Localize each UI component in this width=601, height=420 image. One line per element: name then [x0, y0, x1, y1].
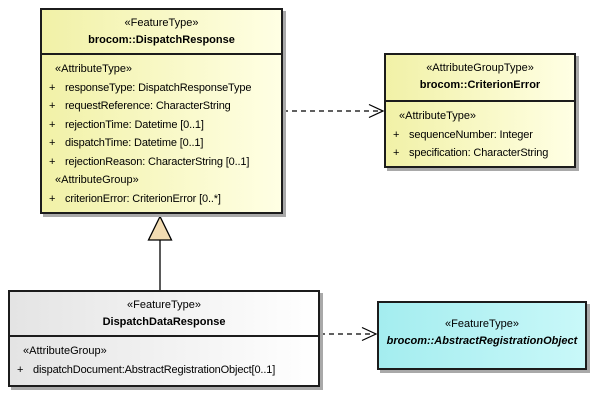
- dependency-arrow-criterion-error[interactable]: [283, 103, 385, 119]
- visibility: +: [49, 192, 56, 205]
- class-name: DispatchDataResponse: [102, 316, 226, 328]
- visibility: +: [49, 118, 56, 131]
- attribute-text: responseType: DispatchResponseType: [65, 81, 252, 94]
- visibility: +: [49, 100, 56, 112]
- class-name: brocom::AbstractRegistrationObject: [386, 335, 578, 347]
- attribute-text: rejectionReason: CharacterString [0..1]: [65, 155, 250, 168]
- class-box-dispatch-response[interactable]: «FeatureType» brocom::DispatchResponse «…: [40, 8, 283, 214]
- generalization-connector[interactable]: [147, 215, 173, 291]
- class-name: brocom::CriterionError: [419, 79, 541, 91]
- attribute-row: + rejectionTime: Datetime [0..1]: [42, 116, 281, 135]
- visibility: +: [17, 363, 24, 376]
- attribute-row: + criterionError: CriterionError [0..*]: [42, 190, 281, 209]
- class-header: «FeatureType» brocom::DispatchResponse: [42, 10, 281, 55]
- attribute-text: dispatchTime: Datetime [0..1]: [65, 137, 204, 149]
- visibility: +: [49, 155, 56, 168]
- stereotype-label: «FeatureType»: [445, 318, 519, 330]
- class-box-abstract-registration-object[interactable]: «FeatureType» brocom::AbstractRegistrati…: [377, 301, 587, 370]
- attribute-text: specification: CharacterString: [409, 147, 549, 159]
- attribute-row: + dispatchTime: Datetime [0..1]: [42, 134, 281, 153]
- class-box-criterion-error[interactable]: «AttributeGroupType» brocom::CriterionEr…: [384, 53, 576, 168]
- visibility: +: [393, 147, 400, 159]
- attribute-text: requestReference: CharacterString: [65, 100, 231, 112]
- stereotype-label: «FeatureType»: [127, 299, 201, 311]
- attribute-row: + specification: CharacterString: [386, 144, 574, 163]
- attribute-type-label: «AttributeType»: [399, 110, 477, 122]
- attributes-compartment: «AttributeType» + responseType: Dispatch…: [42, 55, 281, 208]
- dependency-arrow-abstract-registration-object[interactable]: [320, 326, 378, 342]
- stereotype-label: «AttributeGroupType»: [426, 62, 534, 74]
- attribute-row: + sequenceNumber: Integer: [386, 126, 574, 145]
- attributes-compartment: «AttributeType» + sequenceNumber: Intege…: [386, 102, 574, 163]
- class-name: brocom::DispatchResponse: [88, 34, 235, 46]
- attribute-row: + dispatchDocument:AbstractRegistrationO…: [10, 361, 318, 380]
- attribute-text: criterionError: CriterionError [0..*]: [65, 192, 221, 205]
- stereotype-label: «FeatureType»: [124, 17, 199, 29]
- attribute-text: sequenceNumber: Integer: [409, 128, 533, 141]
- class-box-dispatch-data-response[interactable]: «FeatureType» DispatchDataResponse «Attr…: [8, 290, 320, 387]
- attribute-text: rejectionTime: Datetime [0..1]: [65, 118, 204, 131]
- class-header: «AttributeGroupType» brocom::CriterionEr…: [386, 55, 574, 102]
- class-header: «FeatureType» DispatchDataResponse: [10, 292, 318, 337]
- visibility: +: [49, 137, 56, 149]
- attribute-row: + requestReference: CharacterString: [42, 97, 281, 116]
- attribute-row: + rejectionReason: CharacterString [0..1…: [42, 153, 281, 172]
- visibility: +: [49, 81, 56, 94]
- attribute-type-label: «AttributeType»: [55, 63, 133, 75]
- visibility: +: [393, 128, 400, 141]
- attribute-group-label: «AttributeGroup»: [23, 345, 107, 357]
- attributes-compartment: «AttributeGroup» + dispatchDocument:Abst…: [10, 337, 318, 379]
- attribute-text: dispatchDocument:AbstractRegistrationObj…: [33, 363, 276, 376]
- attribute-group-label: «AttributeGroup»: [55, 174, 139, 186]
- attribute-row: + responseType: DispatchResponseType: [42, 79, 281, 98]
